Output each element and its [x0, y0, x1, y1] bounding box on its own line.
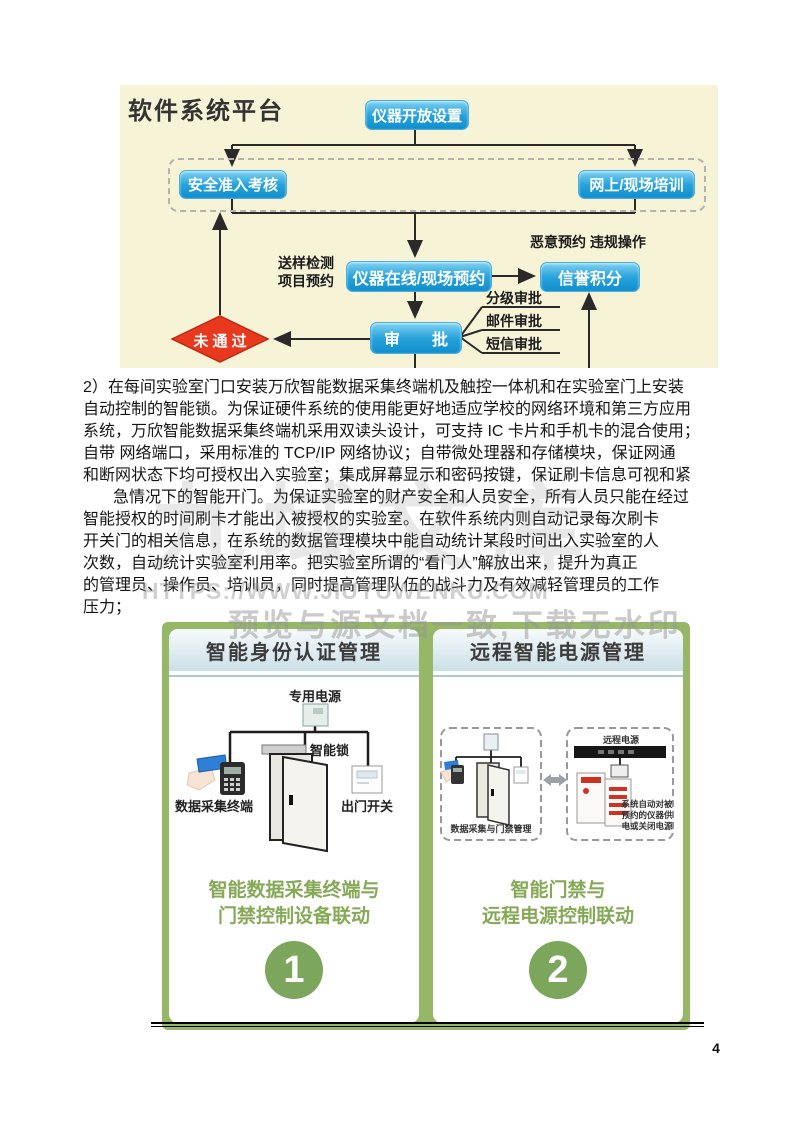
paragraph-line: 自带 网络端口，采用标准的 TCP/IP 网络协议；自带微处理器和存储模块，保证…: [83, 445, 676, 462]
label-exit-switch: 出门开关: [341, 799, 393, 814]
label-smart-lock: 智能锁: [310, 743, 349, 758]
panel2-number-badge: 2: [529, 941, 587, 999]
exit-switch-icon: [351, 765, 383, 794]
door-handle-icon: [289, 795, 293, 805]
panel1-caption-line1: 智能数据采集终端与: [208, 880, 380, 901]
label-dedicated-power: 专用电源: [289, 689, 341, 704]
panel2-title: 远程智能电源管理: [433, 629, 683, 671]
label-malicious-violation: 恶意预约 违规操作: [530, 234, 646, 250]
prerequisite-dashed-group: [168, 158, 706, 212]
exit-switch-detail: [356, 770, 378, 779]
paragraph-line: 智能授权的时间刷卡才能出入被授权的实验室。在软件系统内则自动记录每次刷卡: [83, 511, 660, 528]
paragraph-line: 系统，万欣智能数据采集终端机采用双读头设计，可支持 IC 卡片和手机卡的混合使用…: [83, 423, 700, 440]
paragraph-line: 开关门的相关信息，在系统的数据管理模块中能自动统计某段时间出入实验室的人: [83, 533, 660, 550]
label-approve-by-sms: 短信审批: [486, 336, 542, 352]
card-reader-keypad: [224, 778, 240, 791]
software-platform-flowchart: 软件系统平台 仪器开放设置 安全准入考核 网上/现场培训 仪器在线/现场预约 信…: [120, 85, 718, 368]
paragraph-line: 急情况下的智能开门。为保证实验室的财产安全和人员安全，所有人员只能在经过: [113, 489, 690, 506]
access-group-dashed-box: [440, 727, 542, 841]
bottom-double-rule: [151, 1022, 704, 1027]
power-supply-detail: [313, 708, 323, 714]
paragraph-line: 和断网状态下均可授权出入实验室；集成屏幕显示和密码按键，保证刷卡信息可视和紧: [83, 467, 692, 484]
panel1-caption-line2: 门禁控制设备联动: [217, 906, 370, 927]
instrument-b-stripes: [609, 787, 627, 815]
panel2-caption: 智能门禁与 远程电源控制联动: [433, 878, 683, 930]
panel2-separator: [433, 671, 683, 677]
panel-identity-management: 智能身份认证管理 专用电源 智能锁: [169, 629, 419, 1023]
label-door-management: 数据采集与门禁管理: [450, 823, 531, 834]
flowchart-title: 软件系统平台: [128, 98, 284, 125]
panel1-title: 智能身份认证管理: [169, 629, 419, 671]
mini-card-reader-screen: [453, 768, 462, 772]
instrument-b-icon: [604, 778, 632, 827]
node-approval: 审 批: [370, 322, 462, 354]
instrument-a-detail: [581, 777, 601, 783]
mini-exit-switch-detail: [516, 770, 526, 774]
flowchart-connectors: [170, 128, 643, 368]
paragraph-line: 压力；: [83, 599, 132, 616]
instrument-a-knob: [583, 788, 589, 794]
door-leaf-icon: [282, 755, 328, 853]
double-arrow-icon: [543, 774, 567, 786]
card-reader-screen: [224, 767, 241, 774]
panel2-caption-line2: 远程电源控制联动: [481, 906, 634, 927]
label-sample-test: 送样检测: [278, 255, 334, 271]
label-approve-by-level: 分级审批: [486, 290, 542, 306]
paragraph-line: 次数，自动统计实验室利用率。把实验室所谓的“看门人”解放出来，提升为真正: [83, 555, 638, 572]
not-passed-diamond: [170, 315, 270, 363]
panel1-caption: 智能数据采集终端与 门禁控制设备联动: [169, 878, 419, 930]
panel1-separator: [169, 671, 419, 677]
label-auto-power-note1: 系统自动对被: [621, 799, 673, 809]
power-group-dashed-box: [566, 727, 674, 841]
label-auto-power-note3: 电或关闭电源: [621, 821, 673, 831]
panel1-number-badge: 1: [265, 941, 323, 999]
node-credit-score: 信誉积分: [540, 262, 640, 292]
smart-lock-icon: [261, 744, 307, 755]
feature-panels-frame: 智能身份认证管理 专用电源 智能锁: [162, 622, 690, 1030]
panel2-caption-line1: 智能门禁与: [510, 880, 606, 901]
paragraph-line: 2）在每间实验室门口安装万欣智能数据采集终端机及触控一体机和在实验室门上安装: [83, 379, 684, 396]
node-not-passed: 未 通 过: [193, 333, 247, 350]
label-remote-power: 远程电源: [603, 734, 639, 745]
paragraph-line: 的管理员、操作员、培训员，同时提高管理队伍的战斗力及有效减轻管理员的工作: [83, 577, 660, 594]
mini-door-handle-icon: [491, 789, 494, 796]
label-data-terminal: 数据采集终端: [175, 799, 253, 814]
panel1-diagram: 专用电源 智能锁 数据采集终端: [175, 689, 393, 853]
page-number: 4: [712, 1040, 720, 1056]
mini-card-reader-icon: [451, 765, 464, 784]
paragraph-line: 自动控制的智能锁。为保证硬件系统的使用能更好地适应学校的网络环境和第三方应用: [83, 401, 692, 418]
node-online-reservation: 仪器在线/现场预约: [346, 261, 492, 292]
label-project-reserve: 项目预约: [278, 273, 334, 289]
body-paragraph: 2）在每间实验室门口安装万欣智能数据采集终端机及触控一体机和在实验室门上安装 自…: [83, 377, 723, 619]
node-instrument-open-setting: 仪器开放设置: [365, 100, 469, 130]
label-approve-by-mail: 邮件审批: [486, 313, 542, 329]
power-strip-sockets: [598, 750, 634, 754]
mini-door-leaf-icon: [487, 764, 510, 826]
panel-remote-power-management: 远程智能电源管理 数据采集与门禁管理: [433, 629, 683, 1023]
mini-power-box-icon: [483, 733, 499, 751]
power-supply-box-icon: [302, 703, 329, 727]
monitor-icon: [610, 764, 629, 778]
label-auto-power-note2: 预约的仪器供: [621, 810, 673, 820]
node-safety-access-exam: 安全准入考核: [179, 170, 287, 199]
mini-exit-switch-icon: [513, 766, 529, 784]
panel2-diagram: 数据采集与门禁管理 远程电源 系统自动对被 预约: [440, 727, 674, 841]
node-online-onsite-training: 网上/现场培训: [578, 170, 695, 199]
